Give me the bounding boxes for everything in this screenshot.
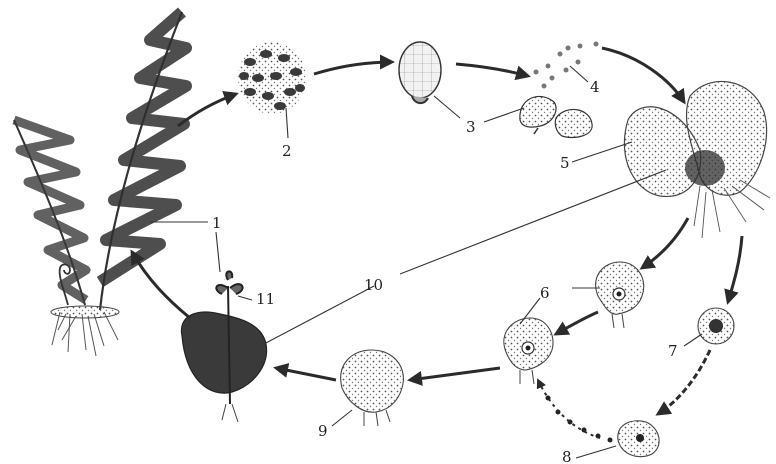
young-sporophyte (181, 271, 266, 422)
label-11: 11 (256, 290, 275, 308)
arrow-antheridium-to-embryo (410, 368, 500, 380)
arrow-prothallus-to-archegonium (728, 236, 742, 302)
spore-cluster (238, 42, 306, 114)
fern-roots (52, 312, 118, 356)
arrow-spores-to-sporangium (314, 62, 392, 74)
antheridium-upper (596, 262, 644, 328)
label-3: 3 (466, 118, 476, 136)
label-6: 6 (540, 284, 550, 302)
sporangium-opening (520, 96, 592, 137)
arrow-prothallus-to-antheridium (642, 218, 688, 268)
released-spores (534, 42, 599, 89)
sporangium (399, 42, 441, 103)
label-5: 5 (560, 154, 570, 172)
label-9: 9 (318, 422, 328, 440)
fertilization-structure (618, 421, 659, 457)
fern-frond-left (14, 120, 86, 305)
fern-frond-right (100, 12, 186, 310)
label-8: 8 (562, 448, 572, 464)
sperm-cells (546, 396, 613, 443)
label-10: 10 (364, 276, 383, 294)
label-7: 7 (668, 342, 678, 360)
label-1: 1 (212, 214, 222, 232)
arrow-antheridium-to-antheridium (556, 312, 598, 334)
arrow-embryo-to-young-sporophyte (276, 368, 336, 380)
embryo-in-prothallus (341, 350, 404, 426)
arrow-sperm-path (538, 380, 600, 438)
arrow-sporangium-to-release (456, 64, 528, 76)
archegonium (698, 308, 734, 344)
adult-fern-sporophyte (14, 12, 186, 356)
arrow-archegonium-to-fertilization (658, 350, 710, 414)
arrow-spores-to-prothallus (602, 48, 684, 102)
antheridium-lower (504, 318, 553, 384)
label-4: 4 (590, 78, 600, 96)
prothallus (624, 81, 770, 238)
rhizome (51, 306, 119, 318)
label-2: 2 (282, 142, 292, 160)
arrow-fern-to-spores (178, 94, 236, 126)
